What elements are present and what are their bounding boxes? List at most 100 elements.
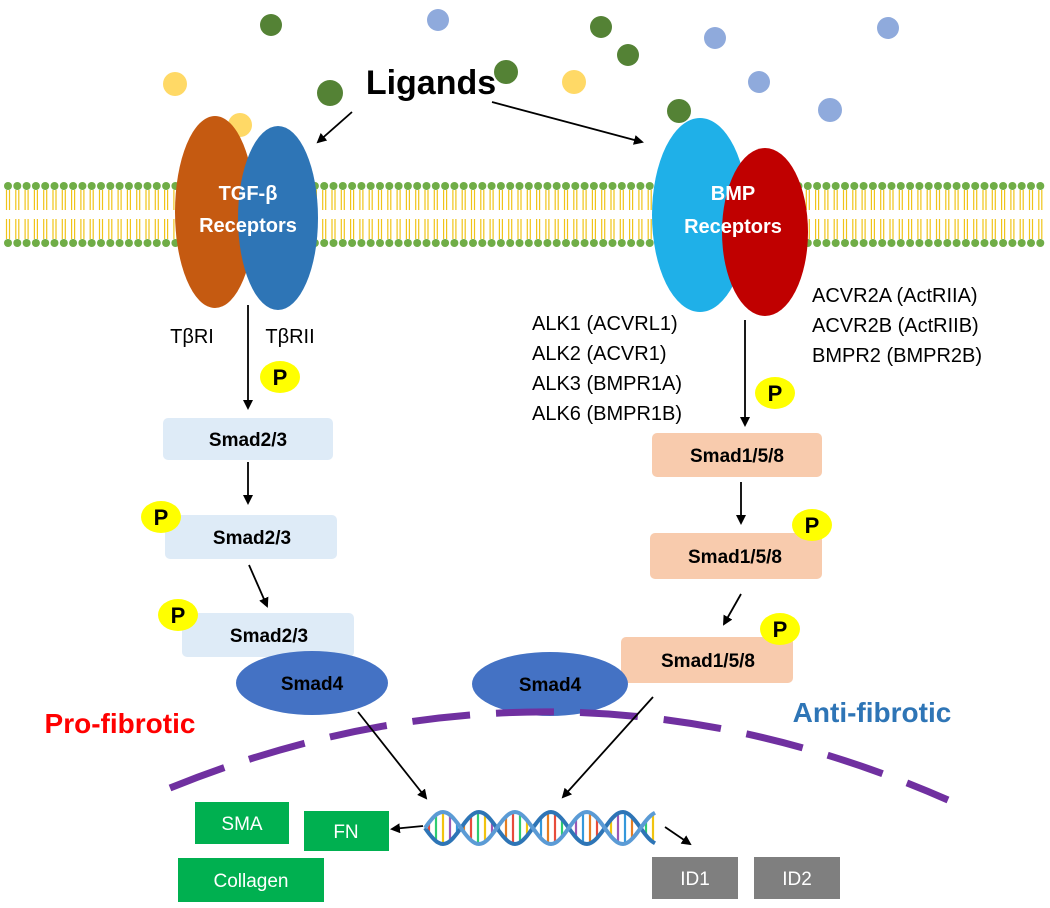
phospho-badge: P (755, 377, 795, 409)
bmp-type2-item: BMPR2 (BMPR2B) (812, 345, 982, 367)
svg-text:P: P (154, 505, 169, 530)
ligand-dot (590, 16, 612, 38)
nuclear-envelope (168, 708, 950, 804)
smad158-box-1: Smad1/5/8 (652, 433, 822, 477)
lipid-molecule (431, 182, 440, 247)
lipid-molecule (22, 182, 31, 247)
lipid-molecule (999, 182, 1008, 247)
lipid-molecule (971, 182, 980, 247)
svg-text:Smad4: Smad4 (519, 675, 582, 696)
bmp-receptor-complex: BMP Receptors (652, 118, 808, 316)
lipid-molecule (376, 182, 384, 247)
target-sma: SMA (195, 802, 289, 844)
ligand-dot (260, 14, 282, 36)
lipid-molecule (4, 182, 12, 247)
lipid-molecule (580, 182, 589, 247)
ligand-dot (748, 71, 770, 93)
target-id1: ID1 (652, 857, 738, 899)
lipid-molecule (608, 182, 617, 247)
lipid-molecule (952, 182, 961, 247)
bmp-receptor-label-line2: Receptors (684, 216, 782, 238)
lipid-molecule (50, 182, 59, 247)
svg-text:FN: FN (333, 822, 358, 843)
pro-fibrotic-label: Pro-fibrotic (45, 708, 196, 739)
lipid-molecule (506, 182, 515, 247)
svg-text:P: P (171, 603, 186, 628)
lipid-molecule (124, 182, 133, 247)
bmp-type1-item: ALK6 (BMPR1B) (532, 403, 682, 425)
ligand-dot (427, 9, 449, 31)
lipid-molecule (915, 182, 924, 247)
tgf-beta-receptor-type2 (238, 126, 318, 310)
tgf-arrow-3 (248, 564, 269, 608)
lipid-molecule (134, 182, 143, 247)
ligand-arrow-left (316, 111, 353, 144)
lipid-molecule (627, 182, 636, 247)
lipid-molecule (357, 182, 366, 247)
tgf-type1-label: TβRI (170, 326, 214, 348)
bmp-receptor-type1 (652, 118, 748, 312)
lipid-molecule (636, 182, 645, 247)
svg-text:SMA: SMA (221, 814, 263, 835)
ligand-dot (704, 27, 726, 49)
lipid-molecule (534, 182, 543, 247)
lipid-molecule (413, 182, 422, 247)
smad23-box-3: Smad2/3 (182, 613, 354, 657)
svg-text:Smad1/5/8: Smad1/5/8 (661, 651, 755, 672)
lipid-molecule (1008, 182, 1017, 247)
ligand-dot (317, 80, 343, 106)
dna-to-fn-arrow (390, 823, 424, 834)
phospho-badge: P (158, 599, 198, 631)
lipid-molecule (887, 182, 896, 247)
lipid-molecule (831, 182, 840, 247)
ligand-dot (494, 60, 518, 84)
lipid-molecule (850, 182, 859, 247)
lipid-molecule (906, 182, 915, 247)
lipid-molecule (980, 182, 989, 247)
lipid-molecule (496, 182, 505, 247)
svg-text:ID2: ID2 (782, 869, 812, 890)
bmp-receptor-label-line1: BMP (711, 183, 755, 205)
lipid-molecule (97, 182, 105, 247)
cell-membrane (4, 182, 1045, 247)
svg-text:Smad2/3: Smad2/3 (213, 528, 291, 549)
tgf-beta-receptor-complex: TGF-β Receptors (175, 116, 318, 310)
svg-text:Smad1/5/8: Smad1/5/8 (688, 547, 782, 568)
lipid-molecule (524, 182, 533, 247)
lipid-molecule (617, 182, 626, 247)
lipid-molecule (813, 182, 822, 247)
lipid-molecule (143, 182, 152, 247)
lipid-molecule (989, 182, 998, 247)
ligand-dot (818, 98, 842, 122)
lipid-molecule (878, 182, 887, 247)
lipid-molecule (868, 182, 877, 247)
smad158-box-3: Smad1/5/8 (621, 637, 793, 683)
bmp-type1-item: ALK1 (ACVRL1) (532, 313, 678, 335)
lipid-molecule (403, 182, 412, 247)
target-collagen: Collagen (178, 858, 324, 902)
lipid-molecule (394, 182, 403, 247)
lipid-molecule (41, 182, 50, 247)
lipid-molecule (78, 182, 87, 247)
lipid-molecule (459, 182, 468, 247)
anti-fibrotic-label: Anti-fibrotic (793, 697, 952, 728)
target-fn: FN (304, 811, 389, 851)
lipid-molecule (450, 182, 459, 247)
lipid-molecule (515, 182, 524, 247)
lipid-molecule (859, 182, 868, 247)
ligand-arrow-right (491, 101, 644, 145)
bmp-receptor-type2 (722, 148, 808, 316)
svg-text:P: P (273, 365, 288, 390)
lipid-molecule (841, 182, 849, 247)
lipid-molecule (934, 182, 942, 247)
lipid-molecule (1036, 182, 1045, 247)
phospho-badge: P (792, 509, 832, 541)
svg-text:P: P (805, 513, 820, 538)
lipid-molecule (59, 182, 68, 247)
lipid-molecule (961, 182, 970, 247)
svg-text:Smad4: Smad4 (281, 674, 344, 695)
lipid-molecule (589, 182, 598, 247)
lipid-molecule (329, 182, 338, 247)
